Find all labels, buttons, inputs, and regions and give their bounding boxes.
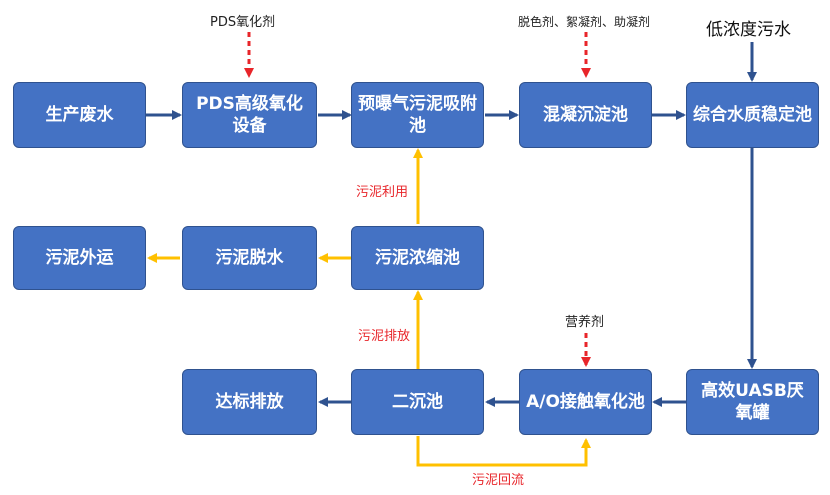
node-ao: A/O接触氧化池: [519, 369, 652, 435]
label-sludge-discharge: 污泥排放: [358, 329, 411, 344]
node-thickener: 污泥浓缩池: [351, 226, 484, 290]
node-equalization: 综合水质稳定池: [686, 82, 819, 148]
node-preaeration: 预曝气污泥吸附池: [351, 82, 484, 148]
node-pds: PDS高级氧化设备: [182, 82, 317, 148]
node-sludge-out: 污泥外运: [13, 226, 146, 290]
node-uasb: 高效UASB厌氧罐: [686, 369, 819, 435]
node-dewatering: 污泥脱水: [182, 226, 317, 290]
arrow-sludge-return: [416, 436, 591, 467]
label-low-conc: 低浓度污水: [706, 20, 791, 40]
node-coagulation: 混凝沉淀池: [519, 82, 652, 148]
node-secondary: 二沉池: [351, 369, 484, 435]
label-pds-agent: PDS氧化剂: [210, 15, 276, 30]
node-wastewater: 生产废水: [13, 82, 146, 148]
label-sludge-reuse: 污泥利用: [356, 185, 409, 200]
label-sludge-return: 污泥回流: [472, 473, 525, 488]
label-nutrient: 营养剂: [565, 315, 605, 330]
label-coag-agents: 脱色剂、絮凝剂、助凝剂: [518, 15, 651, 29]
node-discharge: 达标排放: [182, 369, 317, 435]
